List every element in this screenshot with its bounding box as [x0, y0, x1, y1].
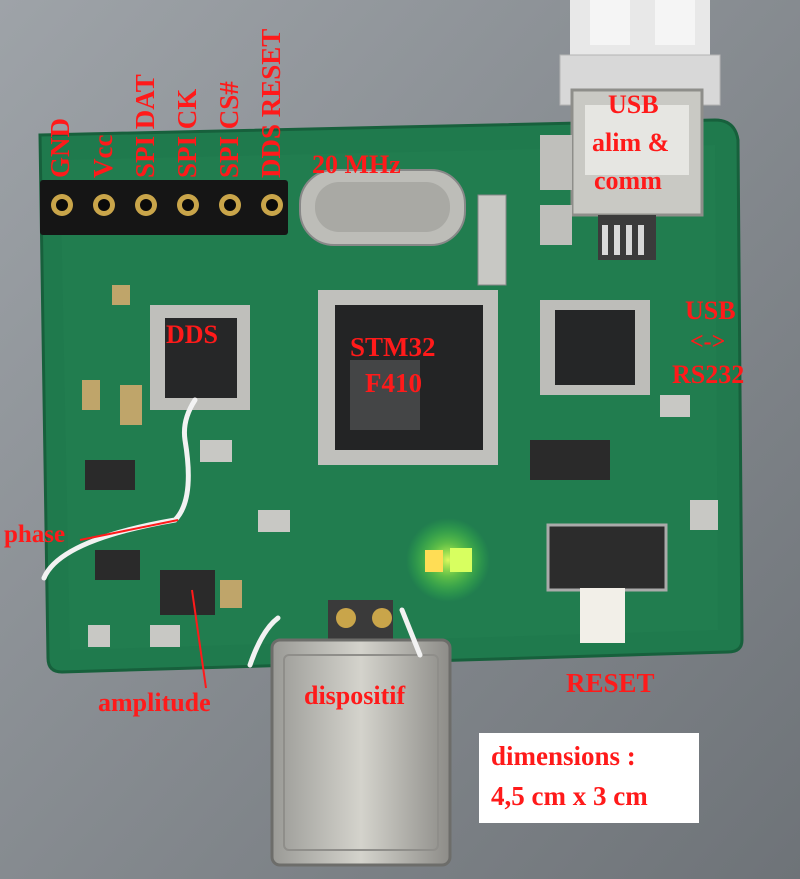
- label-spi-dat: SPI DAT: [130, 74, 160, 178]
- label-rs232: RS232: [672, 360, 745, 389]
- label-reset: RESET: [566, 668, 655, 698]
- label-usb-bridge: USB: [685, 296, 736, 325]
- label-gnd: GND: [45, 118, 75, 178]
- label-vcc: Vcc: [88, 134, 118, 178]
- label-f410: F410: [365, 368, 422, 398]
- label-amplitude: amplitude: [98, 688, 211, 717]
- stm32-chip: [318, 290, 498, 465]
- label-phase: phase: [4, 521, 66, 548]
- dimensions-line2: 4,5 cm x 3 cm: [491, 781, 648, 811]
- label-dispositif: dispositif: [304, 681, 406, 710]
- quartz-device: [270, 600, 452, 867]
- smd-components: [82, 285, 718, 647]
- usb-rs232-chip: [540, 300, 650, 395]
- label-arrow: <->: [690, 329, 726, 355]
- leds-glow: [406, 518, 490, 602]
- pin-header: [40, 180, 288, 235]
- dimensions-box: dimensions : 4,5 cm x 3 cm: [479, 733, 699, 823]
- label-stm32: STM32: [350, 332, 436, 362]
- label-spi-ck: SPI CK: [172, 88, 202, 178]
- label-spi-cs: SPI CS#: [214, 81, 244, 178]
- label-alim: alim &: [592, 128, 670, 157]
- label-comm: comm: [594, 166, 662, 195]
- dimensions-line1: dimensions :: [491, 741, 636, 771]
- crystal-20mhz: [299, 169, 507, 286]
- label-dds-reset: DDS RESET: [256, 28, 286, 178]
- label-usb: USB: [608, 90, 659, 119]
- reset-button-part: [546, 523, 668, 643]
- wires: [41, 397, 423, 668]
- pointer-lines: [79, 519, 207, 689]
- usb-connector: [540, 88, 704, 260]
- label-20mhz: 20 MHz: [312, 150, 401, 179]
- label-dds: DDS: [166, 320, 219, 349]
- dds-chip: [150, 305, 250, 410]
